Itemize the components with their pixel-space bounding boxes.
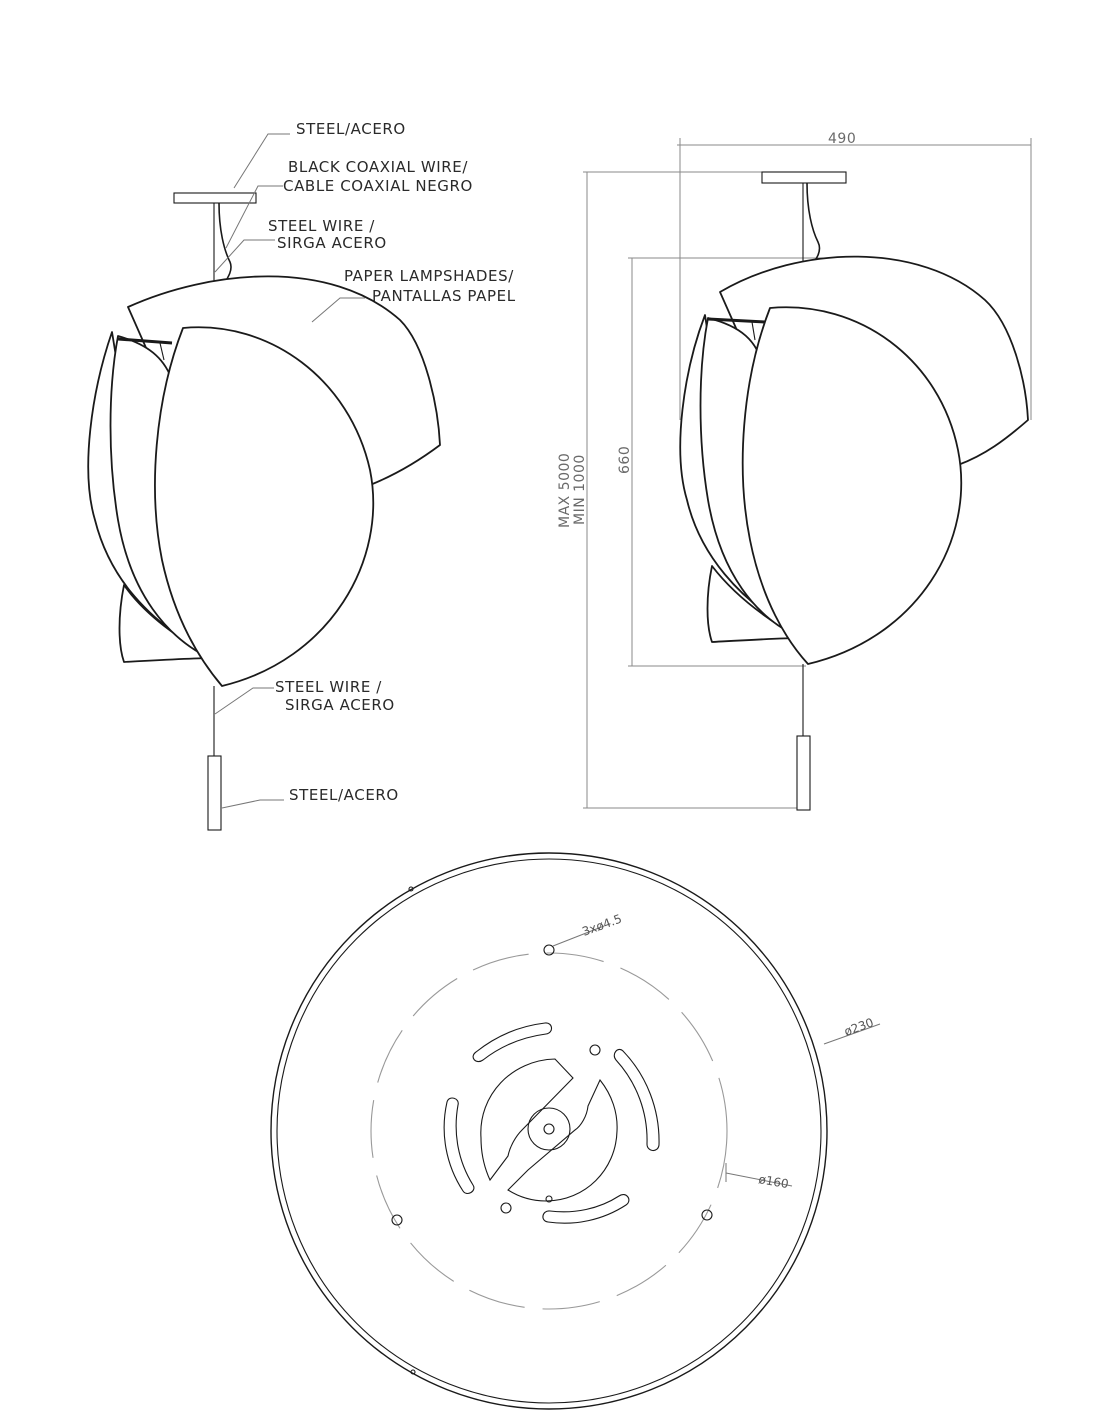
dimensioned-side-view: 490 MAX 5000 MIN 1000 660 <box>557 131 1032 811</box>
leader-holes <box>552 925 605 947</box>
dim-shade-text: 660 <box>617 446 633 474</box>
slot-right <box>613 1048 660 1152</box>
paper-shade-front <box>154 326 375 687</box>
leader-wire-bottom <box>214 687 274 715</box>
leader-steel-top <box>233 133 290 189</box>
dim-width-text: 490 <box>828 131 856 147</box>
leader-wire-top <box>214 239 275 273</box>
canopy-rim-dot-bottom <box>410 1369 416 1375</box>
leader-hole-circle <box>725 1172 793 1187</box>
annotated-side-view: STEEL/ACERO BLACK COAXIAL WIRE/ CABLE CO… <box>87 120 516 831</box>
support-arm <box>117 337 173 345</box>
mounting-hole-top <box>543 944 555 956</box>
label-wire-bottom-line2: SIRGA ACERO <box>285 696 395 714</box>
dim-drop-min: MIN 1000 <box>572 454 588 525</box>
canopy-plan-view: 3xø4.5 ø230 ø160 <box>270 852 881 1410</box>
canopy-plate-right <box>761 171 847 184</box>
dim-drop-max: MAX 5000 <box>557 453 573 528</box>
mounting-hole-left <box>391 1214 403 1226</box>
label-shade-line1: PAPER LAMPSHADES/ <box>344 267 514 285</box>
canopy-inner-ring <box>276 858 822 1404</box>
support-arm-link-right <box>751 321 756 341</box>
dim-canopy-diameter: ø230 <box>842 1015 875 1039</box>
label-coax-line2: CABLE COAXIAL NEGRO <box>283 177 473 195</box>
label-coax-line1: BLACK COAXIAL WIRE/ <box>288 158 468 176</box>
support-arm-right <box>707 317 766 324</box>
label-wire-top-line1: STEEL WIRE / <box>268 217 375 235</box>
leader-steel-bottom <box>221 799 284 809</box>
hub-notch <box>545 1195 553 1203</box>
leader-shade <box>311 297 365 323</box>
slot-bottom <box>542 1194 630 1224</box>
paper-shade-front-right <box>741 306 963 665</box>
canopy-rim-dot-top <box>408 886 414 892</box>
support-arm-link <box>159 342 165 361</box>
canopy-plate <box>173 192 257 204</box>
paper-shade-lower-leaf <box>118 584 216 663</box>
steel-weight <box>207 755 222 831</box>
label-steel-top: STEEL/ACERO <box>296 120 406 138</box>
center-hole <box>543 1123 555 1135</box>
small-hole-lower <box>500 1202 512 1214</box>
label-shade-line2: PANTALLAS PAPEL <box>372 287 516 305</box>
slot-left <box>443 1097 475 1194</box>
slot-upper-left <box>472 1022 553 1063</box>
center-hub <box>527 1107 571 1151</box>
leader-coax <box>225 185 283 249</box>
dim-hole-circle-text: ø160 <box>757 1172 789 1191</box>
inner-ring-upper <box>480 1058 574 1182</box>
mounting-hole-right <box>701 1209 713 1221</box>
hole-pitch-circle <box>370 952 728 1310</box>
steel-weight-right <box>796 735 811 811</box>
label-wire-bottom-line1: STEEL WIRE / <box>275 678 382 696</box>
inner-ring-lower <box>507 1078 618 1202</box>
dim-holes-text: 3xø4.5 <box>580 912 623 939</box>
label-wire-top-line2: SIRGA ACERO <box>277 234 387 252</box>
small-hole-upper <box>589 1044 601 1056</box>
canopy-outer-ring <box>270 852 828 1410</box>
paper-shade-lower-leaf-right <box>706 565 801 643</box>
leader-canopy-diameter <box>823 1023 881 1045</box>
label-steel-bottom: STEEL/ACERO <box>289 786 399 804</box>
